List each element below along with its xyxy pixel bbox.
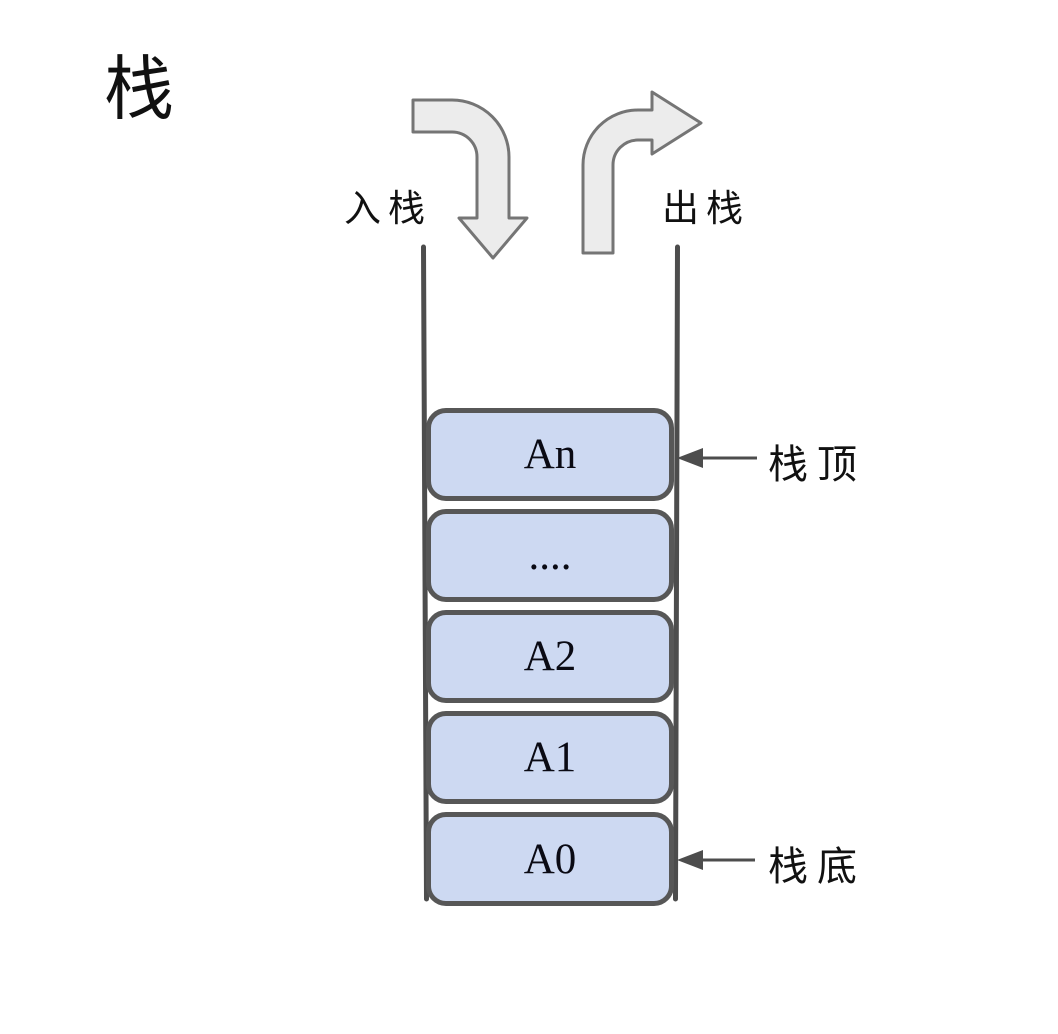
container-left-wall	[421, 244, 429, 902]
stack-top-arrow-icon	[677, 448, 757, 468]
stack-bottom-label: 栈底	[768, 844, 866, 889]
container-right-wall	[673, 244, 680, 902]
stack-top-label: 栈顶	[768, 442, 866, 487]
stack-item: A2	[426, 610, 674, 703]
pop-label: 出栈	[662, 189, 750, 230]
stack-item: A1	[426, 711, 674, 804]
stack-item: An	[426, 408, 674, 501]
push-label: 入栈	[344, 189, 432, 230]
push-arrow-icon	[411, 98, 529, 260]
pop-arrow-icon	[581, 90, 703, 255]
diagram-title: 栈	[104, 52, 174, 129]
stack-item: A0	[426, 812, 674, 906]
stack-bottom-arrowhead	[677, 850, 703, 870]
stack-item: ....	[426, 509, 674, 602]
stack-bottom-arrow-icon	[677, 850, 755, 870]
stack-top-arrowhead	[677, 448, 703, 468]
